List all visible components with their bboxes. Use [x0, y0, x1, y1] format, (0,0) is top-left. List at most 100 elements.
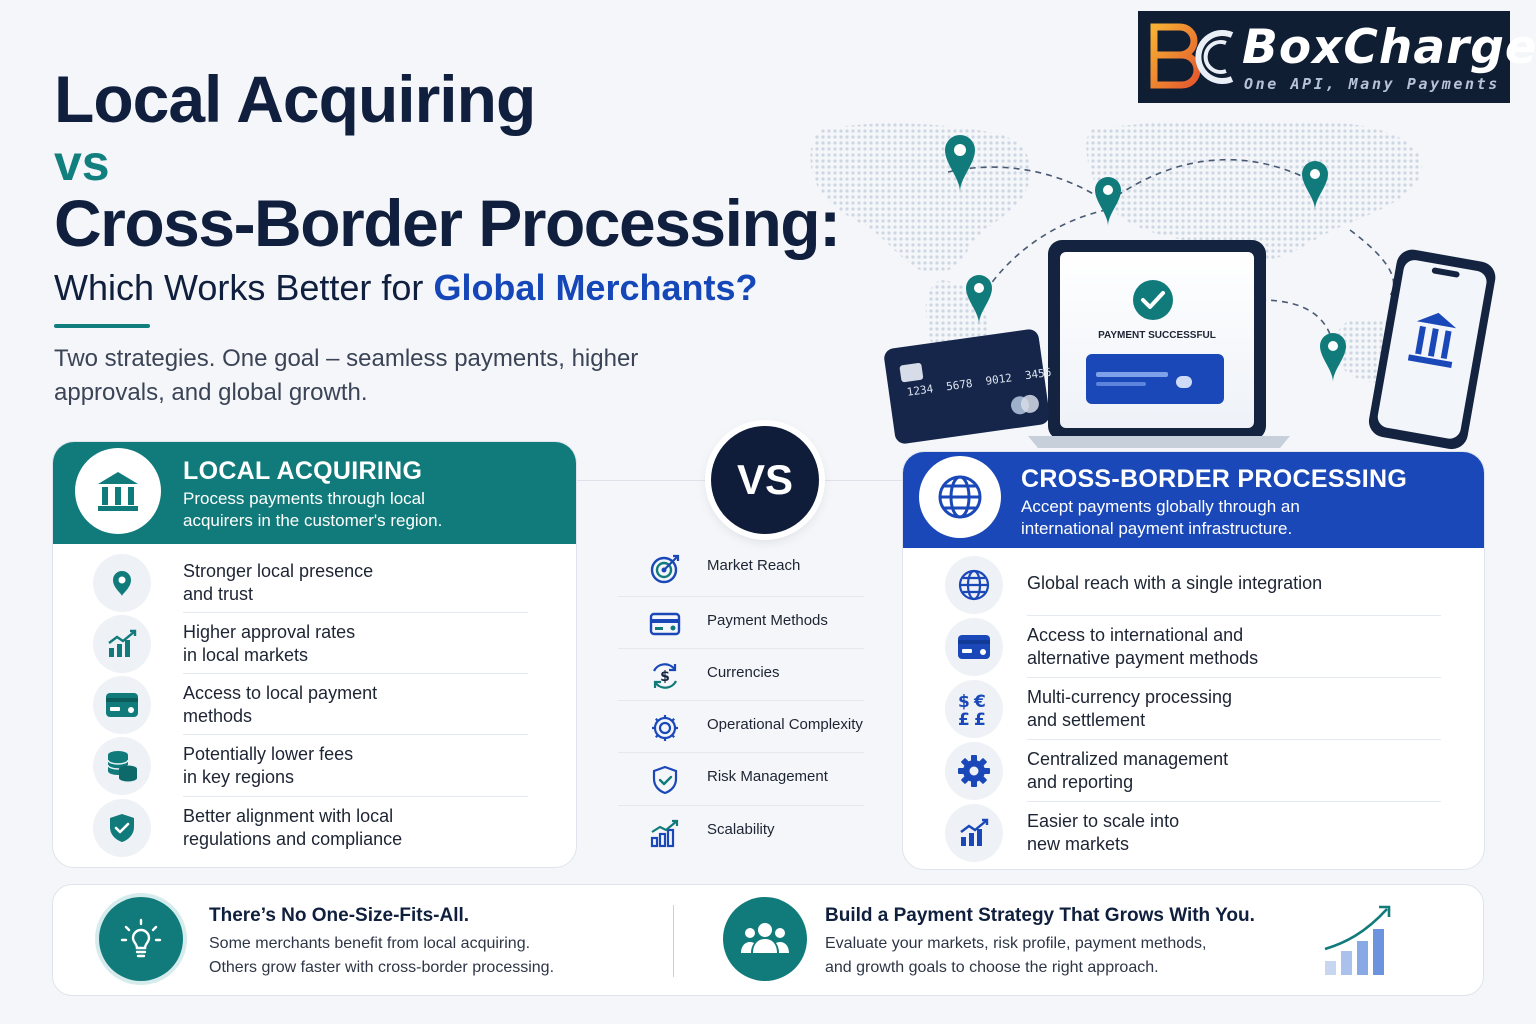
bar-chart-up-icon: [93, 615, 151, 673]
local-item-text: Access to local payment methods: [183, 682, 377, 728]
criteria-divider: [618, 805, 864, 806]
cross-border-header: CROSS-BORDER PROCESSING Accept payments …: [903, 452, 1484, 548]
cross-item-text: Global reach with a single integration: [1027, 572, 1322, 595]
globe-icon: [945, 556, 1003, 614]
logo-name: BoxCharge: [1242, 20, 1536, 75]
tagline: Two strategies. One goal – seamless paym…: [54, 345, 639, 406]
hero-illustration: PAYMENT SUCCESSFUL 1234 5678 9012 3456: [790, 110, 1536, 450]
growth-chart-icon: [648, 816, 682, 850]
local-divider: [183, 612, 528, 613]
cross-item-line2: alternative payment methods: [1027, 648, 1259, 668]
page-title-vs: vs: [54, 135, 110, 191]
cross-item-line1: Centralized management: [1027, 749, 1229, 769]
local-item-line2: methods: [183, 706, 253, 726]
cross-item-line1: Easier to scale into: [1027, 811, 1180, 831]
criteria-market-reach: Market Reach: [616, 542, 864, 594]
cross-item-line1: Access to international and: [1027, 625, 1244, 645]
gear-icon: [945, 742, 1003, 800]
bottom-left-text: Some merchants benefit from local acquir…: [209, 932, 554, 980]
location-pin-icon: [1095, 177, 1121, 226]
globe-icon: [938, 475, 982, 519]
bottom-left-line1: Some merchants benefit from local acquir…: [209, 935, 531, 952]
bottom-banner: There’s No One-Size-Fits-All. Some merch…: [52, 884, 1484, 996]
cross-item-text: Centralized management and reporting: [1027, 748, 1228, 794]
bottom-divider: [673, 905, 674, 977]
svg-text:€: €: [973, 692, 986, 712]
phone-illustration: [1368, 249, 1496, 450]
lightbulb-icon-badge: [99, 897, 183, 981]
growth-bars-icon: [1324, 905, 1391, 975]
local-item-text: Better alignment with local regulations a…: [183, 805, 402, 851]
target-icon: [648, 552, 682, 586]
cross-divider: [1027, 615, 1441, 616]
page-subtitle: Which Works Better for Global Merchants?: [54, 266, 758, 309]
local-description-line1: Process payments through local: [183, 489, 425, 508]
cross-divider: [1027, 677, 1441, 678]
local-divider: [183, 796, 528, 797]
bottom-right-line1: Evaluate your markets, risk profile, pay…: [825, 935, 1207, 952]
local-item-line2: regulations and compliance: [183, 829, 403, 849]
credit-card-illustration: [884, 329, 1050, 444]
criteria-divider: [618, 648, 864, 649]
cross-item-line1: Global reach with a single integration: [1027, 573, 1323, 593]
bottom-right-line2: and growth goals to choose the right app…: [825, 959, 1159, 976]
cross-item-global-reach: Global reach with a single integration: [903, 554, 1484, 616]
cross-item-text: Multi-currency processing and settlement: [1027, 686, 1232, 732]
cross-item-centralized: Centralized management and reporting: [903, 740, 1484, 802]
coin-stack-icon: [93, 737, 151, 795]
local-acquiring-title: LOCAL ACQUIRING: [183, 457, 423, 485]
location-pin-icon: [1320, 333, 1346, 382]
svg-text:$: $: [958, 692, 970, 712]
subtitle-highlight: Global Merchants?: [433, 267, 758, 308]
boxcharge-logo: BoxCharge One API, Many Payments: [1138, 11, 1536, 103]
bar-chart-up-icon: [945, 804, 1003, 862]
cross-description-line1: Accept payments globally through an: [1021, 497, 1300, 516]
logo-tagline: One API, Many Payments: [1244, 75, 1500, 93]
laptop-illustration: [1028, 240, 1290, 448]
criteria-label: Market Reach: [707, 557, 801, 574]
local-item-payment-methods: Access to local payment methods: [53, 674, 576, 736]
criteria-currencies: $ Currencies: [616, 649, 864, 701]
currency-symbols-icon: $€££: [945, 680, 1003, 738]
criteria-divider: [618, 752, 864, 753]
local-item-compliance: Better alignment with local regulations a…: [53, 797, 576, 859]
vs-badge: VS: [711, 426, 819, 534]
cross-item-line2: and reporting: [1027, 772, 1134, 792]
lightbulb-icon: [120, 918, 162, 958]
criteria-risk-management: Risk Management: [616, 753, 864, 805]
criteria-divider: [618, 596, 864, 597]
cross-item-line1: Multi-currency processing: [1027, 687, 1233, 707]
bottom-left-title: There’s No One-Size-Fits-All.: [209, 905, 470, 926]
cross-item-scale: Easier to scale into new markets: [903, 802, 1484, 864]
bc-logo-mark-icon: [1150, 23, 1234, 89]
location-pin-icon: [945, 135, 975, 192]
gear-icon: [648, 711, 682, 745]
cross-item-text: Access to international and alternative p…: [1027, 624, 1258, 670]
criteria-label: Operational Complexity: [707, 716, 863, 733]
globe-icon-badge: [919, 456, 1001, 538]
credit-card-icon: [648, 607, 682, 641]
criteria-label: Payment Methods: [707, 612, 828, 629]
local-item-line1: Access to local payment: [183, 683, 378, 703]
credit-card-icon: [93, 676, 151, 734]
bottom-right-text: Evaluate your markets, risk profile, pay…: [825, 932, 1207, 980]
bank-icon-badge: [75, 448, 161, 534]
bottom-left-line2: Others grow faster with cross-border pro…: [209, 959, 555, 976]
local-item-line2: and trust: [183, 584, 254, 604]
local-divider: [183, 734, 528, 735]
criteria-payment-methods: Payment Methods: [616, 597, 864, 649]
shield-check-icon: [648, 763, 682, 797]
criteria-operational-complexity: Operational Complexity: [616, 701, 864, 753]
cross-item-line2: new markets: [1027, 834, 1130, 854]
local-acquiring-description: Process payments through local acquirers…: [183, 488, 442, 532]
local-item-line1: Better alignment with local: [183, 806, 394, 826]
cross-item-line2: and settlement: [1027, 710, 1146, 730]
svg-text:$: $: [660, 669, 670, 685]
cross-item-payment-methods: Access to international and alternative p…: [903, 616, 1484, 678]
cross-border-panel: CROSS-BORDER PROCESSING Accept payments …: [902, 451, 1485, 870]
local-item-line1: Potentially lower fees: [183, 744, 354, 764]
